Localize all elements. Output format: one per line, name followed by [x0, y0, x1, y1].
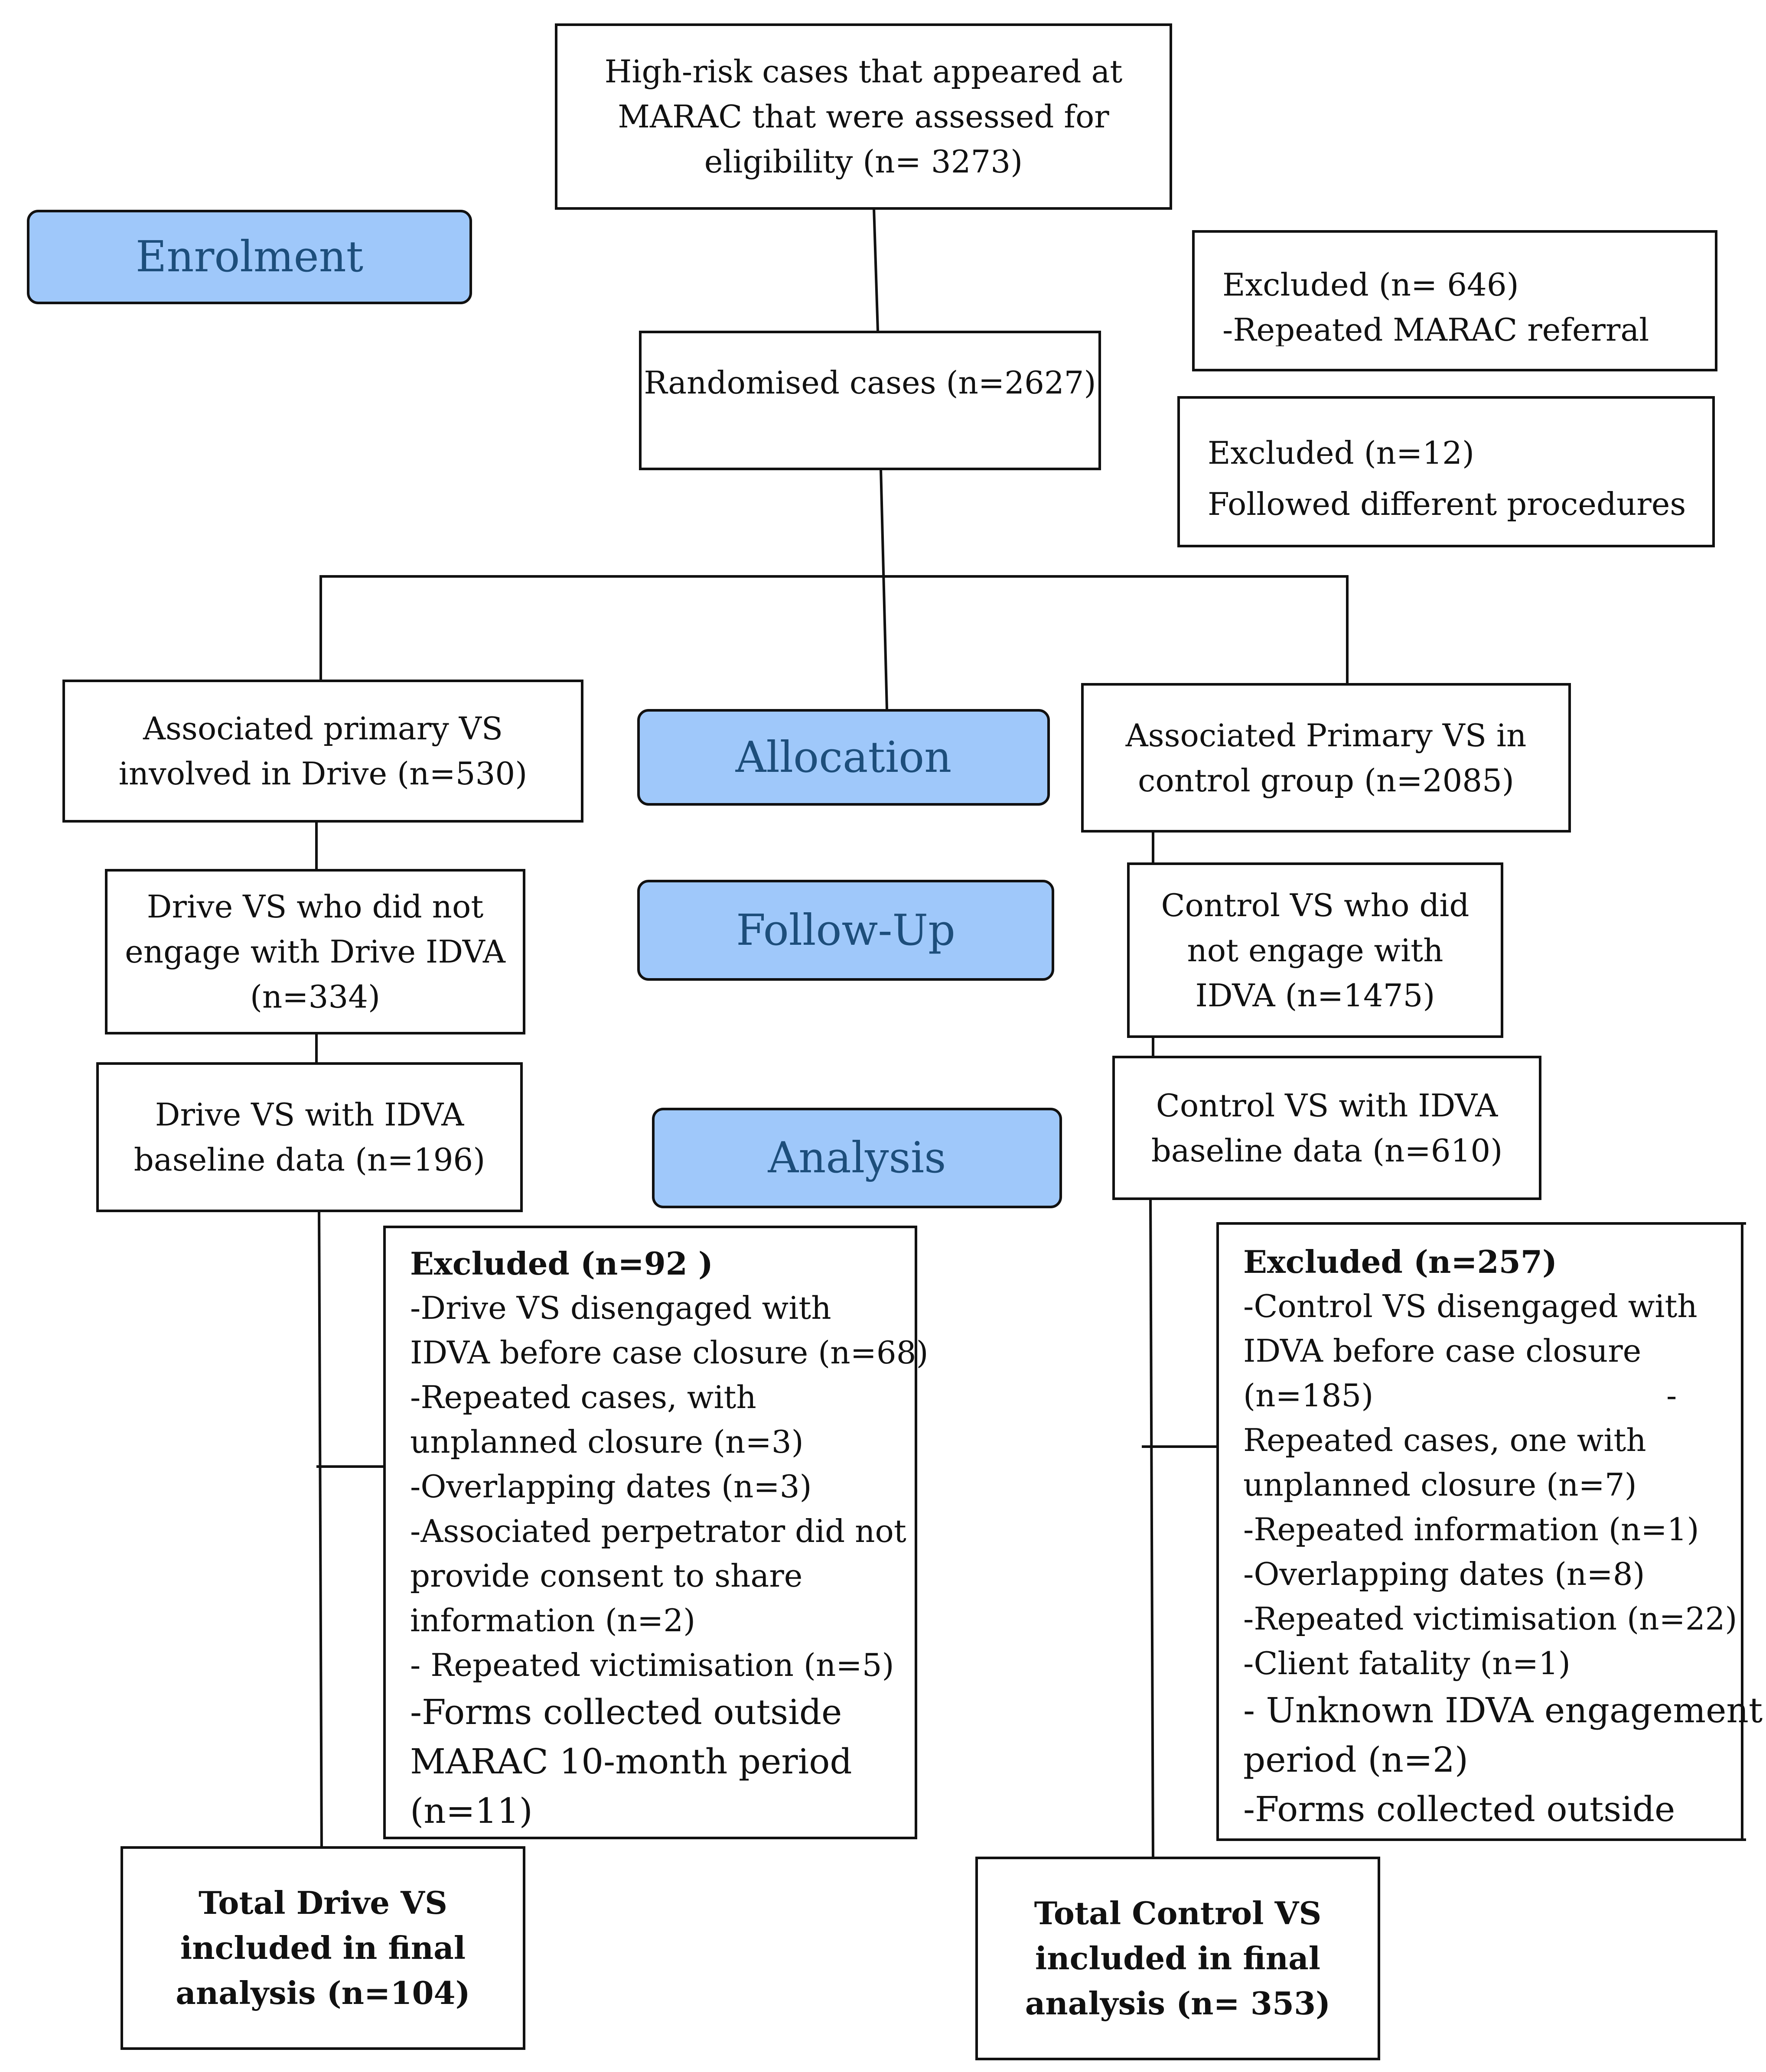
control-excluded-list: Excluded (n=257) -Control VS disengaged … [1243, 1239, 1763, 1834]
control-excluded-line: -Repeated victimisation (n=22) [1243, 1600, 1737, 1637]
drive-total-line-2: included in final [180, 1929, 466, 1966]
control-total-line-3: analysis (n= 353) [1025, 1985, 1331, 2022]
drive-baseline-line-2: baseline data (n=196) [134, 1142, 485, 1178]
control-excluded-line: (n=185) [1243, 1377, 1374, 1414]
control-excluded-line: -Forms collected outside [1243, 1789, 1675, 1829]
drive-primary-box: Associated primary VS involved in Drive … [62, 680, 583, 823]
drive-excluded-line: information (n=2) [410, 1602, 696, 1639]
excluded-repeat-line-2: -Repeated MARAC referral [1222, 312, 1649, 346]
drive-excluded-title: Excluded (n=92 ) [410, 1245, 713, 1282]
control-excluded-box [1216, 1222, 1746, 1841]
randomised-box: Randomised cases (n=2627) [639, 331, 1101, 470]
control-not-engaged-line-2: not engage with [1187, 932, 1443, 969]
control-baseline-line-1: Control VS with IDVA [1156, 1087, 1498, 1124]
drive-excluded-line: unplanned closure (n=3) [410, 1424, 804, 1460]
control-excluded-line: -Client fatality (n=1) [1243, 1645, 1571, 1682]
control-excluded-line: -Repeated information (n=1) [1243, 1511, 1699, 1548]
drive-excluded-line: - Repeated victimisation (n=5) [410, 1647, 894, 1683]
drive-not-engaged-line-2: engage with Drive IDVA [125, 934, 505, 970]
control-excluded-right-edge [1741, 1222, 1743, 1841]
assessed-line-1: High-risk cases that appeared at [604, 53, 1123, 90]
excluded-repeat-box: Excluded (n= 646) -Repeated MARAC referr… [1192, 230, 1717, 371]
connector-assessed-randomised [873, 208, 879, 331]
drive-not-engaged-line-3: (n=334) [250, 979, 381, 1015]
drive-excluded-list: Excluded (n=92 ) -Drive VS disengaged wi… [410, 1241, 929, 1836]
control-excluded-title: Excluded (n=257) [1243, 1243, 1557, 1280]
control-not-engaged-box: Control VS who did not engage with IDVA … [1127, 862, 1503, 1038]
drive-baseline-line-1: Drive VS with IDVA [155, 1096, 464, 1133]
control-total-line-1: Total Control VS [1034, 1895, 1322, 1932]
drive-primary-line-1: Associated primary VS [143, 710, 503, 747]
connector-randomised-split [880, 468, 888, 709]
control-not-engaged-line-3: IDVA (n=1475) [1195, 977, 1435, 1014]
drive-excluded-line: MARAC 10-month period [410, 1741, 852, 1782]
drive-excluded-line: -Associated perpetrator did not [410, 1513, 906, 1549]
excluded-repeat-line-1: Excluded (n= 646) [1222, 267, 1519, 303]
control-primary-line-1: Associated Primary VS in [1125, 717, 1527, 754]
control-total-box: Total Control VS included in final analy… [975, 1857, 1380, 2060]
stage-allocation: Allocation [637, 709, 1050, 806]
stage-follow-up: Follow-Up [637, 880, 1054, 981]
control-excluded-line: unplanned closure (n=7) [1243, 1467, 1637, 1503]
stage-enrolment: Enrolment [27, 210, 472, 304]
drive-not-engaged-line-1: Drive VS who did not [147, 888, 484, 925]
control-excluded-line: Repeated cases, one with [1243, 1422, 1646, 1458]
excluded-procedures-line-2: Followed different procedures [1208, 486, 1686, 522]
control-excluded-line: -Control VS disengaged with [1243, 1288, 1698, 1324]
stage-analysis: Analysis [652, 1108, 1062, 1208]
drive-total-line-3: analysis (n=104) [176, 1974, 470, 2011]
control-excluded-line: - Unknown IDVA engagement [1243, 1690, 1763, 1730]
excluded-procedures-box: Excluded (n=12) Followed different proce… [1177, 396, 1715, 547]
connector-control-baseline-total [1149, 1198, 1154, 1861]
drive-excluded-line: IDVA before case closure (n=68) [410, 1334, 929, 1371]
drive-primary-line-2: involved in Drive (n=530) [118, 755, 528, 792]
drive-excluded-line: provide consent to share [410, 1558, 803, 1594]
control-total-line-2: included in final [1035, 1940, 1321, 1977]
assessed-line-2: MARAC that were assessed for [618, 98, 1109, 135]
drive-excluded-line: -Repeated cases, with [410, 1379, 756, 1415]
drive-total-line-1: Total Drive VS [199, 1884, 447, 1921]
control-excluded-trailing-dash: - [1666, 1377, 1677, 1414]
drive-total-box: Total Drive VS included in final analysi… [121, 1846, 525, 2050]
control-not-engaged-line-1: Control VS who did [1161, 887, 1469, 924]
drive-baseline-box: Drive VS with IDVA baseline data (n=196) [96, 1062, 523, 1212]
control-excluded-line: IDVA before case closure [1243, 1333, 1642, 1369]
drive-excluded-line: -Forms collected outside [410, 1692, 842, 1732]
connector-allocation-branch [319, 575, 1349, 696]
connector-drive-baseline-total [318, 1210, 323, 1855]
drive-excluded-line: -Overlapping dates (n=3) [410, 1468, 812, 1505]
control-excluded-line: period (n=2) [1243, 1740, 1469, 1780]
control-primary-box: Associated Primary VS in control group (… [1081, 683, 1571, 833]
control-baseline-line-2: baseline data (n=610) [1151, 1132, 1503, 1169]
randomised-label: Randomised cases (n=2627) [644, 364, 1096, 401]
control-excluded-line: -Overlapping dates (n=8) [1243, 1556, 1645, 1592]
drive-excluded-line: -Drive VS disengaged with [410, 1290, 831, 1326]
control-baseline-box: Control VS with IDVA baseline data (n=61… [1112, 1056, 1541, 1200]
drive-excluded-box [383, 1226, 917, 1839]
assessed-box: High-risk cases that appeared at MARAC t… [555, 23, 1172, 210]
excluded-procedures-line-1: Excluded (n=12) [1208, 435, 1475, 471]
drive-excluded-line: (n=11) [410, 1791, 533, 1831]
assessed-line-3: eligibility (n= 3273) [704, 143, 1023, 180]
control-primary-line-2: control group (n=2085) [1138, 762, 1514, 799]
drive-not-engaged-box: Drive VS who did not engage with Drive I… [105, 869, 525, 1034]
